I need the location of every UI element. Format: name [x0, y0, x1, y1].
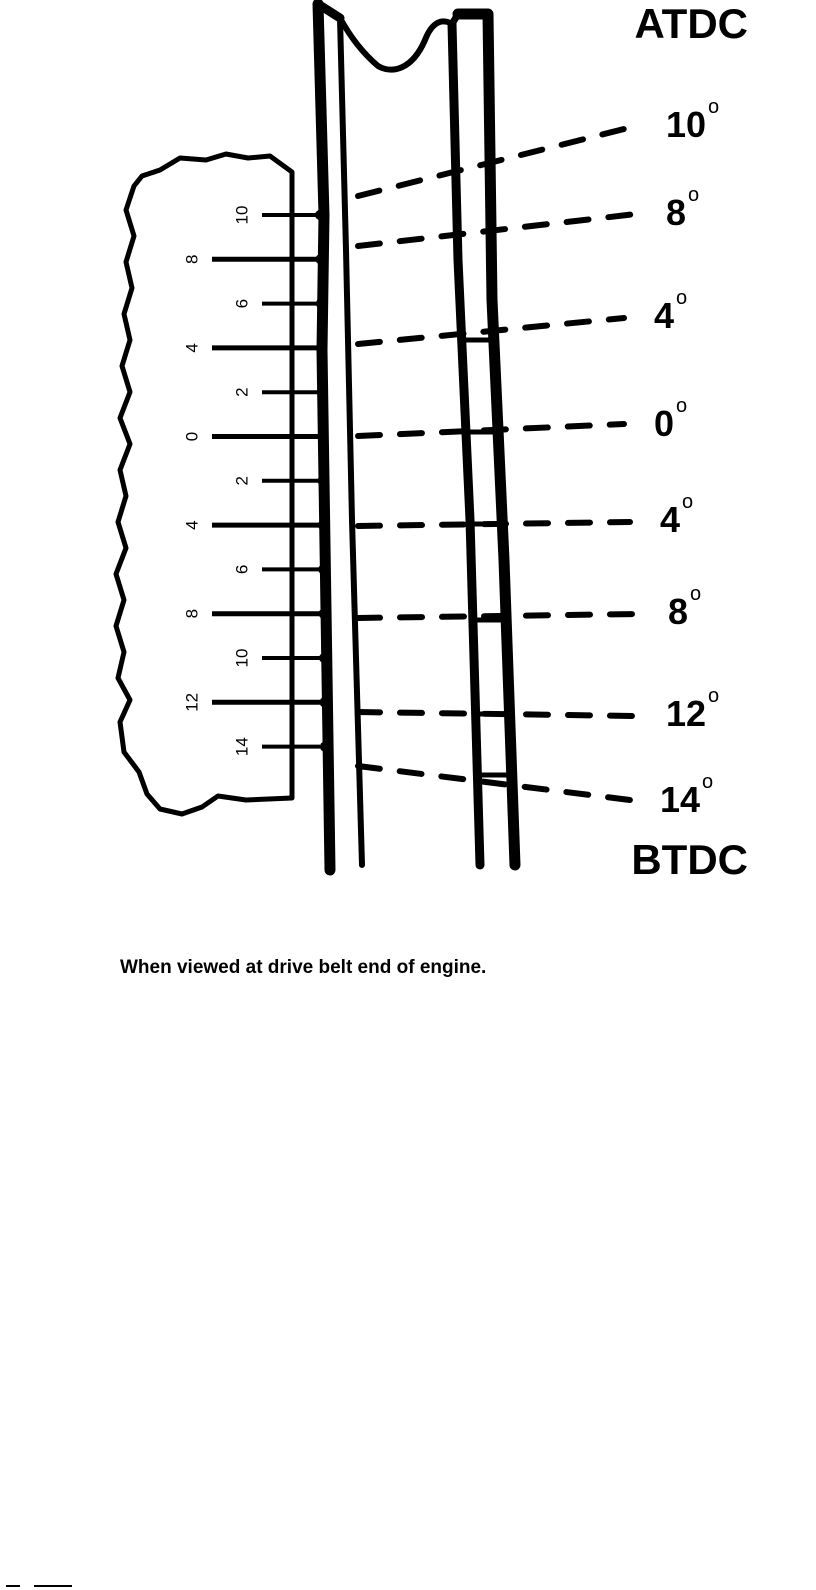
scale-tick-dot [319, 653, 329, 663]
degree-leader-line [355, 709, 639, 719]
degree-label: 0 [654, 403, 674, 444]
scale-tick-label: 4 [183, 520, 202, 529]
degree-leader-line [355, 211, 639, 249]
degree-label: 4 [654, 295, 674, 336]
degree-leader-line [355, 123, 639, 199]
degree-symbol: o [682, 491, 693, 513]
degree-label: 14 [660, 779, 700, 820]
scale-tick-label: 4 [183, 343, 202, 352]
scale-tick-dot [317, 475, 328, 486]
scale-tick-dot [316, 387, 327, 398]
scale-tick-label: 6 [233, 299, 252, 308]
scale-tick-dot [318, 608, 329, 619]
degree-symbol: o [708, 685, 719, 707]
degree-symbol: o [676, 287, 687, 309]
scale-tick-label: 8 [183, 255, 202, 264]
degree-leader-line [355, 519, 633, 529]
scale-tick-label: 2 [233, 387, 252, 396]
scale-tick-label: 10 [233, 649, 252, 668]
pulley-outer-right-edge [452, 8, 521, 871]
pulley-outer-top-right [448, 10, 462, 28]
scale-tick-dot [318, 564, 329, 575]
degree-leader-line [355, 315, 627, 347]
degree-symbol: o [676, 395, 687, 417]
degree-symbol: o [708, 96, 719, 118]
degree-label: 4 [660, 499, 680, 540]
scale-tick-label: 12 [183, 693, 202, 712]
scale-tick-label: 8 [183, 609, 202, 618]
pulley-inner-right-edge [447, 19, 485, 870]
scale-tick-dot [315, 254, 326, 265]
degree-symbol: o [702, 771, 713, 793]
degree-leader-lines [355, 123, 641, 803]
btdc-label: BTDC [631, 836, 748, 883]
pulley-outer-top [313, 0, 345, 23]
degree-leader-line [355, 763, 633, 803]
scale-tick-dot [317, 431, 327, 442]
scale-tick-label: 0 [183, 432, 202, 441]
scale-tick-label: 14 [233, 737, 252, 756]
scale-tick-dot [315, 210, 325, 220]
degree-leader-line [355, 611, 641, 621]
degree-label: 10 [666, 104, 706, 145]
timing-scale: 10 8 6 4 2 0 2 4 6 8 10 12 14 [183, 206, 330, 756]
degree-label: 8 [666, 192, 686, 233]
scale-tick-dot [316, 342, 327, 353]
degree-symbol: o [688, 184, 699, 206]
atdc-label: ATDC [634, 0, 748, 47]
degree-label: 12 [666, 693, 706, 734]
scale-tick-dot [317, 520, 328, 531]
scale-tick-label: 6 [233, 565, 252, 574]
degree-leader-line [355, 421, 627, 439]
pulley [312, 0, 521, 876]
scale-tick-label: 10 [233, 206, 252, 225]
degree-symbol: o [690, 583, 701, 605]
scale-tick-dot [315, 298, 326, 309]
scale-tick-dot [319, 697, 330, 708]
scale-tick-dot [319, 741, 330, 752]
caption: When viewed at drive belt end of engine. [120, 957, 486, 978]
pulley-top-curve [337, 15, 455, 73]
timing-scale-plate [113, 151, 295, 817]
degree-label: 8 [668, 591, 688, 632]
scale-tick-label: 2 [233, 476, 252, 485]
pulley-inner-left-edge [337, 15, 365, 868]
